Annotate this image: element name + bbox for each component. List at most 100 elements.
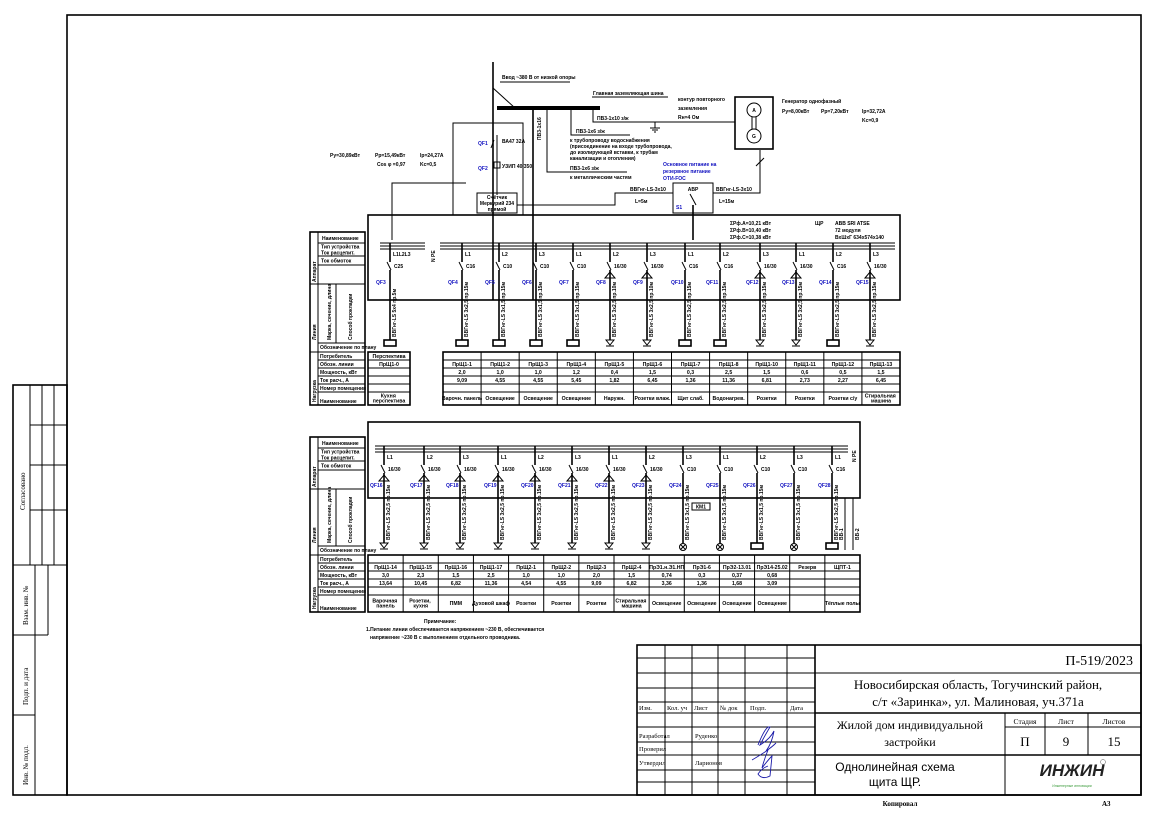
breaker-id[interactable]: QF14 — [819, 280, 832, 286]
breaker-id[interactable]: QF19 — [484, 483, 497, 489]
breaker-phase: L2 — [538, 455, 544, 461]
current-value: 13,64 — [379, 581, 392, 587]
line-id: ПрЩ1-8 — [719, 362, 739, 368]
load-description: Наружн. — [604, 396, 625, 402]
breaker-id[interactable]: QF26 — [743, 483, 756, 489]
breaker-id[interactable]: QF15 — [856, 280, 869, 286]
breaker-rating: C10 — [540, 264, 549, 270]
breaker-rating: C10 — [687, 467, 696, 473]
breaker-id[interactable]: QF24 — [669, 483, 682, 489]
breaker-id[interactable]: QF13 — [782, 280, 795, 286]
company-logo: ИНЖИН Инженерные инновации — [1040, 759, 1106, 788]
breaker-id[interactable]: QF9 — [633, 280, 643, 286]
object-line-2: застройки — [884, 735, 936, 749]
cable-label: ВВГнг-LS 3х2,5 пр.15м — [574, 485, 580, 540]
sign-date-label: Подп. и дата — [22, 667, 30, 705]
notes-title: Примечание: — [424, 619, 457, 625]
breaker-phase: L3 — [575, 455, 581, 461]
breaker-id[interactable]: QF27 — [780, 483, 793, 489]
rcd-icon — [863, 271, 877, 279]
breaker-id[interactable]: QF10 — [671, 280, 684, 286]
breaker-id[interactable]: QF25 — [706, 483, 719, 489]
breaker-id[interactable]: QF11 — [706, 280, 718, 286]
cable-label: ВВГнг-LS 3х2,5 пр.15м — [537, 485, 543, 540]
table-column: Резерв — [798, 565, 816, 571]
breaker-id[interactable]: QF4 — [448, 280, 458, 286]
breaker-id[interactable]: QF5 — [485, 280, 495, 286]
ground-loop-label: контур повторного — [678, 97, 725, 103]
grid-line — [792, 261, 798, 271]
breaker-rating: C16 — [689, 264, 698, 270]
stamp-group: Линия — [312, 527, 318, 543]
inv-label: Инв. № подл. — [22, 745, 30, 785]
breaker-phase: L2 — [649, 455, 655, 461]
breaker-id[interactable]: QF23 — [632, 483, 645, 489]
stamp-label: Номер помещения — [320, 386, 366, 392]
load-box-icon — [492, 339, 506, 347]
breaker-id[interactable]: QF8 — [596, 280, 606, 286]
load-description: Стиральная машина — [865, 394, 898, 405]
breaker-id[interactable]: QF22 — [595, 483, 608, 489]
rcd-icon — [753, 271, 767, 279]
load-box-icon — [529, 339, 543, 347]
breaker-id[interactable]: QF28 — [818, 483, 831, 489]
grid-line — [568, 464, 574, 474]
breaker-id[interactable]: QF12 — [746, 280, 759, 286]
load-description: Освещение — [687, 601, 717, 607]
grid-line — [456, 464, 462, 474]
grid-line — [495, 261, 501, 271]
backup-note: ОТИ-FOC — [663, 176, 686, 182]
breaker-label-qf1[interactable]: QF1 — [478, 141, 488, 147]
breaker-id[interactable]: QF3 — [376, 280, 386, 286]
breaker-id[interactable]: QF20 — [521, 483, 534, 489]
breaker-id[interactable]: QF21 — [558, 483, 571, 489]
breaker-id[interactable]: QF16 — [370, 483, 383, 489]
load-description: Щит слаб. — [677, 395, 704, 402]
cable-label: ВВГнг-LS 3х2,5 пр.15м — [722, 282, 728, 337]
address-line-2: с/т «Заринка», ул. Малиновая, уч.371а — [872, 694, 1084, 709]
sheets-label: Листов — [1103, 717, 1126, 726]
power-value: 1,5 — [649, 370, 656, 376]
cable-label: ВВГнг-LS 3х2,5 пр.15м — [464, 282, 470, 337]
line-id: ПрЩ1-13 — [870, 362, 893, 368]
note-line: напряжение ~230 В с выполнением отдельно… — [370, 635, 521, 641]
current-value: 9,09 — [591, 581, 601, 587]
breaker-phase: L1 — [576, 252, 582, 258]
breaker-id[interactable]: QF7 — [559, 280, 569, 286]
breaker-id[interactable]: QF18 — [446, 483, 459, 489]
breaker-phase: L1 — [835, 455, 841, 461]
breaker-label-qf2[interactable]: QF2 — [478, 166, 488, 172]
cable-label: ВВГнг-LS 3х2,5 пр.15м — [462, 485, 468, 540]
breaker-id[interactable]: QF17 — [410, 483, 423, 489]
breaker-id[interactable]: QF6 — [522, 280, 532, 286]
stamp-label: Способ прокладки — [347, 294, 354, 340]
